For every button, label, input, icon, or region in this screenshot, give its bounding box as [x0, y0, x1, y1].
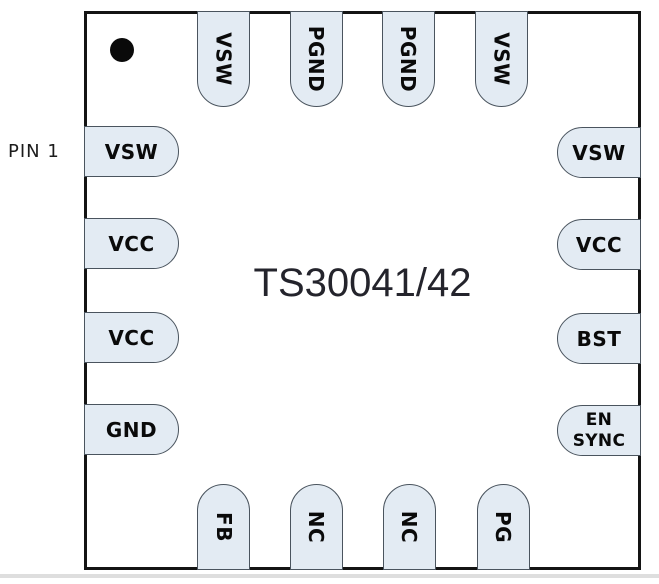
pin-bottom-nc-2: NC [383, 484, 436, 570]
pin-label: VCC [108, 325, 155, 350]
pin-bottom-fb: FB [197, 484, 250, 570]
pin-left-vsw: VSW [84, 126, 179, 177]
pin-top-pgnd-2: PGND [382, 11, 435, 107]
pin-right-vsw: VSW [557, 127, 641, 178]
pin-label: VCC [108, 231, 155, 256]
pin-label: PG [491, 510, 516, 544]
pin-label: EN [585, 410, 613, 431]
pin-top-vsw-1: VSW [197, 11, 250, 107]
pin-label: FB [211, 512, 236, 542]
pin1-label: PIN 1 [8, 141, 60, 162]
pin-bottom-pg: PG [477, 484, 530, 570]
pin-label: PGND [304, 25, 329, 93]
pin-top-pgnd-1: PGND [290, 11, 343, 107]
pin-top-vsw-2: VSW [475, 11, 528, 107]
pin-label: VSW [104, 139, 159, 164]
pin-label: NC [304, 510, 329, 544]
pin-label: VCC [575, 232, 623, 257]
pin-left-vcc-1: VCC [84, 218, 179, 269]
pin-left-gnd: GND [84, 404, 179, 455]
pin-left-vcc-2: VCC [84, 312, 179, 363]
pin-label: VSW [211, 32, 236, 86]
pin-label: SYNC [572, 430, 626, 451]
chip-title: TS30041/42 [253, 261, 472, 305]
pin-label: GND [105, 417, 158, 442]
pin-right-bst: BST [557, 313, 641, 364]
pin1-dot [110, 38, 134, 62]
chip-body [84, 11, 641, 570]
pin-bottom-nc-1: NC [290, 484, 343, 570]
pin-right-vcc: VCC [557, 219, 641, 270]
pin-label: NC [397, 510, 422, 544]
pin-label: VSW [489, 32, 514, 86]
pin-label: PGND [396, 25, 421, 93]
divider-line [0, 574, 659, 578]
pin-label: VSW [572, 140, 626, 165]
pin-label: BST [576, 326, 622, 351]
pin-right-en-sync: EN SYNC [557, 405, 641, 456]
